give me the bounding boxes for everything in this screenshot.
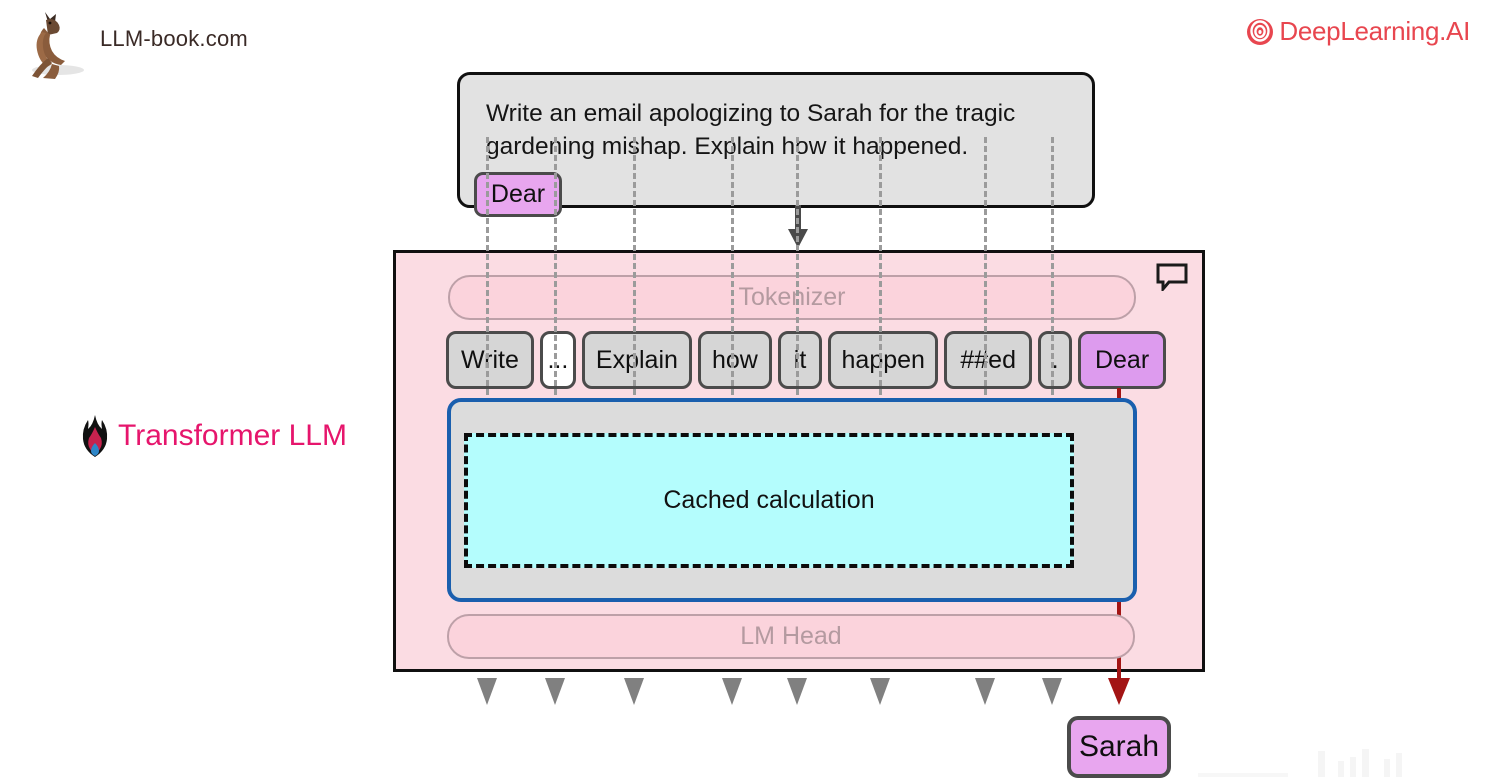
output-arrow-icon xyxy=(477,678,497,705)
token-flow-line xyxy=(730,137,734,422)
output-arrow-icon xyxy=(722,678,742,705)
token-flow-line xyxy=(553,137,557,422)
deeplearning-brand-label: DeepLearning.AI xyxy=(1279,16,1470,46)
transformer-llm-label: Transformer LLM xyxy=(80,415,347,457)
kangaroo-icon xyxy=(32,12,84,79)
token-chip: . xyxy=(1038,331,1073,389)
flame-icon xyxy=(82,415,108,457)
token-chip: Write xyxy=(446,331,534,389)
bottom-watermark xyxy=(1198,749,1402,777)
token-chip: it xyxy=(777,331,823,389)
prompt-text: Write an email apologizing to Sarah for … xyxy=(486,100,1016,160)
token-chip: Explain xyxy=(581,331,692,389)
chat-bubble-icon[interactable] xyxy=(1156,263,1188,291)
output-arrow-icon xyxy=(787,678,807,705)
lm-head-label: LM Head xyxy=(740,622,842,650)
lm-head-bar: LM Head xyxy=(447,614,1135,659)
tokenizer-bar: Tokenizer xyxy=(448,275,1136,320)
token-flow-line xyxy=(485,137,489,422)
cached-calculation-box: Cached calculation xyxy=(464,433,1074,568)
token-flow-line xyxy=(632,137,636,422)
token-flow-line xyxy=(983,137,987,422)
token-flow-line xyxy=(1050,137,1054,422)
output-arrow-icon xyxy=(624,678,644,705)
transformer-llm-text: Transformer LLM xyxy=(118,419,347,452)
output-arrow-icon xyxy=(975,678,995,705)
token-chip: how xyxy=(697,331,772,389)
token-chip: ##ed xyxy=(944,331,1033,389)
tokenizer-label: Tokenizer xyxy=(738,283,846,311)
prompt-box[interactable]: Write an email apologizing to Sarah for … xyxy=(457,72,1095,208)
output-arrow-icon xyxy=(545,678,565,705)
site-brand-label: LLM-book.com xyxy=(100,26,248,51)
deeplearning-brand: DeepLearning.AI xyxy=(1246,16,1470,47)
active-token-arrow-icon xyxy=(1108,678,1130,705)
token-chip: ... xyxy=(539,331,576,389)
output-arrow-icon xyxy=(1042,678,1062,705)
output-arrow-icon xyxy=(870,678,890,705)
token-chip: happen xyxy=(828,331,939,389)
prompt-appended-token: Dear xyxy=(474,172,562,217)
token-flow-line xyxy=(795,137,799,422)
site-brand: LLM-book.com xyxy=(18,8,248,84)
token-flow-line xyxy=(878,137,882,422)
output-token: Sarah xyxy=(1067,716,1171,778)
token-chip: Dear xyxy=(1078,331,1166,389)
cached-calculation-label: Cached calculation xyxy=(663,486,875,514)
dlai-spiral-icon xyxy=(1247,18,1274,45)
